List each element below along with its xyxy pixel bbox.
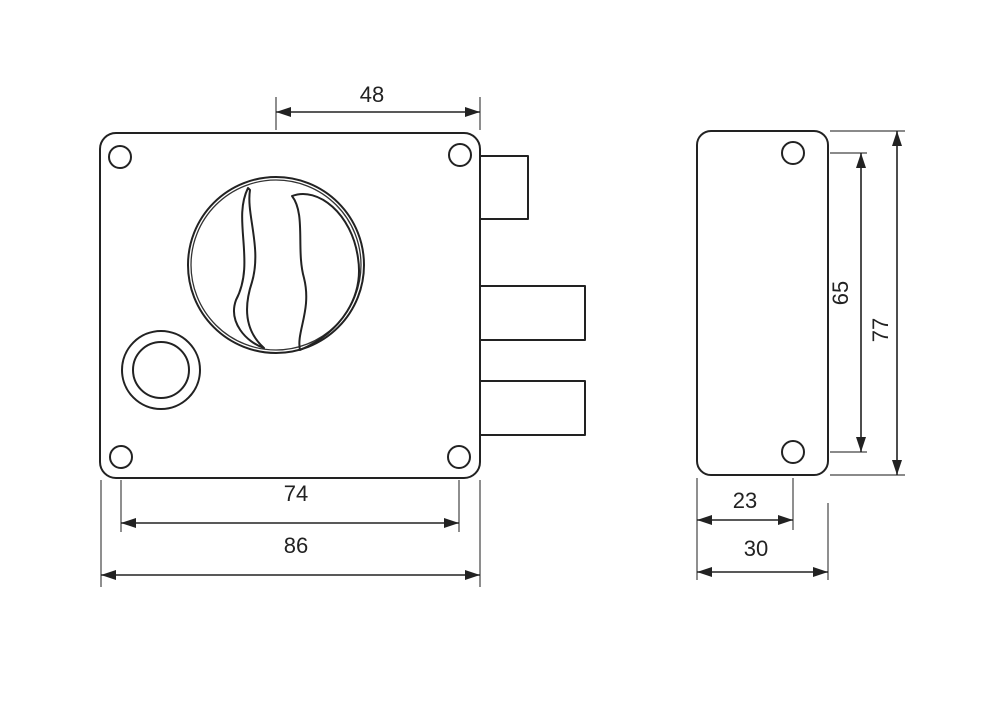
knob-outer-ring [187,176,365,354]
dimension-label-74: 74 [284,481,308,506]
dimension-label-77: 77 [868,318,893,342]
dimension-body-width: 86 [100,480,481,587]
dimension-label-30: 30 [744,536,768,561]
mount-hole-bottom-left [109,445,133,469]
dimension-side-holes: 65 [828,152,867,453]
mount-hole-top-left [108,145,132,169]
dimension-label-23: 23 [733,488,757,513]
knob-right-lobe [291,193,360,351]
cylinder-inner-ring [132,341,190,399]
latch-bolt [479,155,529,220]
side-hole-top [781,141,805,165]
lock-body-outline [99,132,481,479]
key-cylinder [121,330,201,410]
side-hole-bottom [781,440,805,464]
dimension-top-width: 48 [275,82,481,130]
dead-bolt-lower [479,380,586,436]
cylinder-outer-ring [121,330,201,410]
dead-bolt-upper [479,285,586,341]
dimension-mount-holes: 74 [120,480,460,532]
knob-inner-ring [190,179,362,351]
front-view [99,132,586,479]
side-plate-outline [696,130,829,476]
dimension-side-depth: 30 [697,503,829,580]
mount-hole-top-right [448,143,472,167]
mount-hole-bottom-right [447,445,471,469]
dimension-label-65: 65 [828,281,853,305]
dimension-label-48: 48 [360,82,384,107]
knob-left-lobe [233,187,265,349]
dimension-label-86: 86 [284,533,308,558]
dimension-side-height: 77 [830,130,905,476]
turn-knob [187,176,365,354]
dimension-side-hole-offset: 23 [696,478,794,580]
side-view [696,130,829,476]
